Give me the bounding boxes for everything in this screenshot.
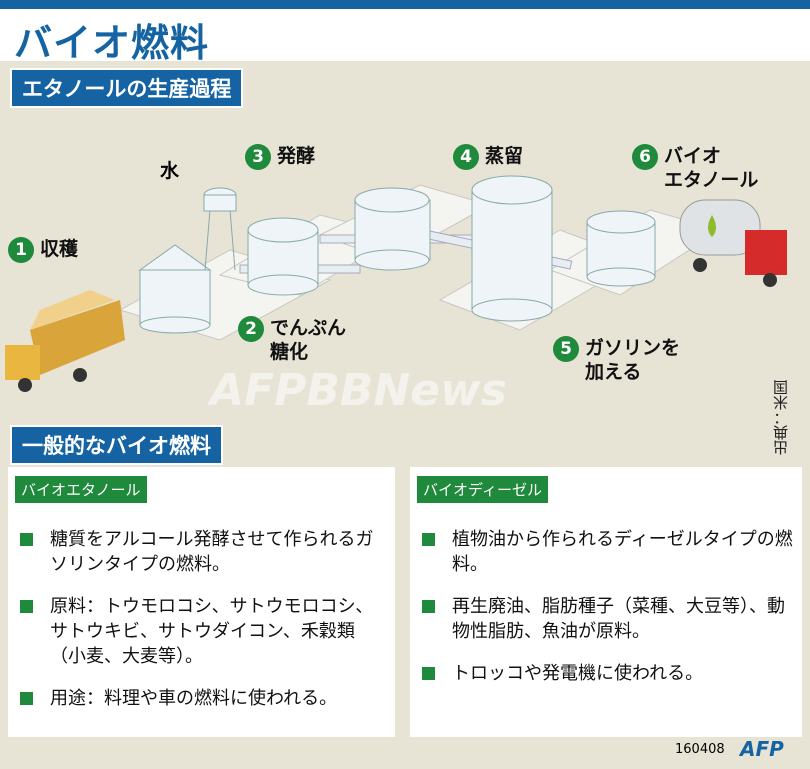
- list-item: トロッコや発電機に使われる。: [422, 661, 794, 686]
- bullet-icon: [20, 692, 33, 705]
- bullet-icon: [20, 533, 33, 546]
- list-item: 再生廃油、脂肪種子（菜種、大豆等）、動物性脂肪、魚油が原料。: [422, 594, 794, 644]
- watermark: AFPBBNews: [210, 365, 507, 416]
- bullet-icon: [422, 533, 435, 546]
- panel-tag: バイオエタノール: [14, 475, 148, 504]
- source-credit: 出典：米国: [772, 380, 790, 455]
- list-item: 糖質をアルコール発酵させて作られるガソリンタイプの燃料。: [20, 527, 387, 577]
- process-heading: エタノールの生産過程: [10, 68, 244, 108]
- list-item: 用途：料理や車の燃料に使われる。: [20, 686, 387, 711]
- afp-logo: AFP: [740, 737, 784, 761]
- bullet-icon: [20, 600, 33, 613]
- distillation-tank: [471, 175, 553, 322]
- harvest-truck: [5, 290, 125, 392]
- list-item: 原料：トウモロコシ、サトウモロコシ、サトウキビ、サトウダイコン、禾穀類（小麦、大…: [20, 594, 387, 669]
- bioethanol-panel: バイオエタノール 糖質をアルコール発酵させて作られるガソリンタイプの燃料。 原料…: [8, 467, 395, 737]
- water-tower: [203, 187, 237, 271]
- general-heading: 一般的なバイオ燃料: [10, 425, 223, 465]
- biodiesel-panel: バイオディーゼル 植物油から作られるディーゼルタイプの燃料。 再生廃油、脂肪種子…: [410, 467, 802, 737]
- tank: [354, 187, 431, 271]
- water-label: 水: [160, 160, 180, 182]
- bullet-icon: [422, 600, 435, 613]
- list-item: 植物油から作られるディーゼルタイプの燃料。: [422, 527, 794, 577]
- title-band: [0, 9, 810, 61]
- footer-code: 160408: [675, 742, 725, 757]
- silo: [138, 244, 212, 334]
- tanker-truck: [679, 199, 787, 287]
- page-title: バイオ燃料: [14, 21, 210, 65]
- panel-tag: バイオディーゼル: [416, 475, 549, 504]
- bullet-icon: [422, 667, 435, 680]
- top-bar: [0, 0, 810, 9]
- tank: [247, 217, 319, 296]
- tank: [586, 210, 656, 287]
- process-illustration: [5, 175, 787, 392]
